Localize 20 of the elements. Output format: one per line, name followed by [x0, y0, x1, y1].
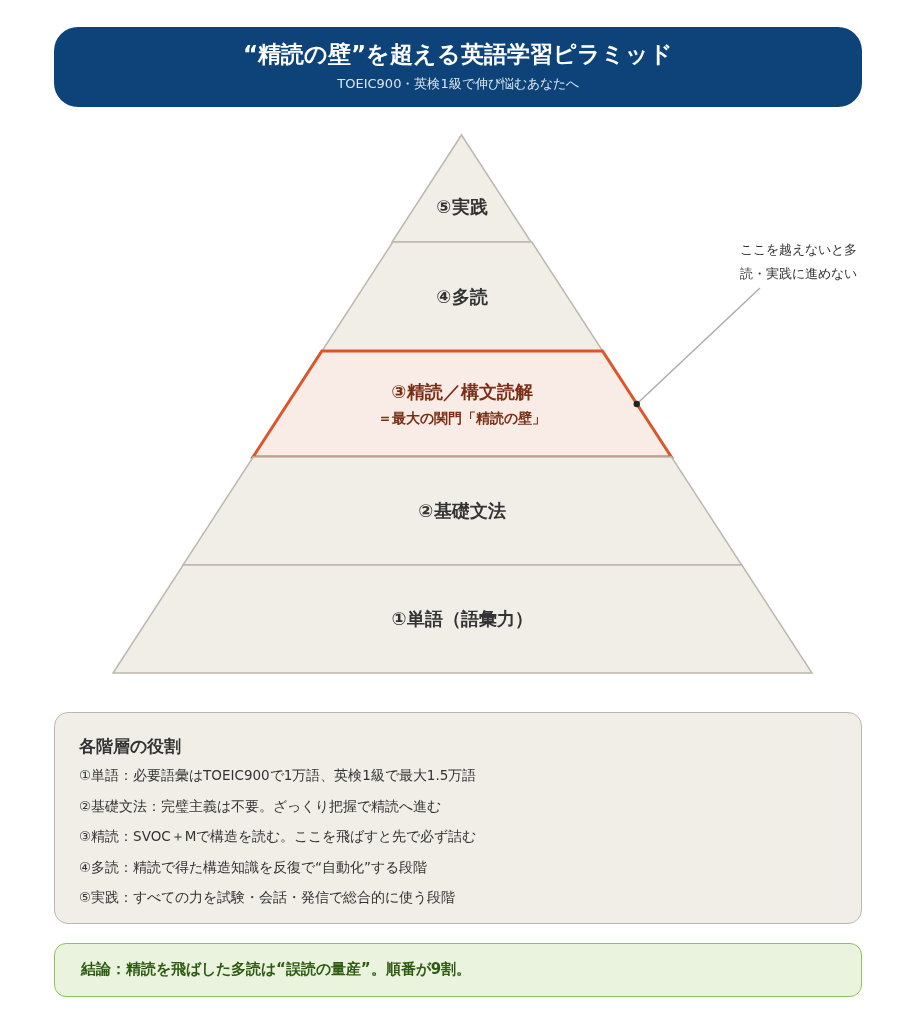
tier-label: ⑤実践 — [435, 194, 489, 219]
role-description: ②基礎文法：完璧主義は不要。ざっくり把握で精読へ進む — [79, 797, 442, 816]
subtitle-text: TOEIC900・英検1級で伸び悩むあなたへ — [336, 75, 580, 93]
title-banner — [54, 27, 862, 107]
tier-label: ②基礎文法 — [417, 499, 507, 523]
conclusion-box — [54, 943, 862, 997]
tier-subtitle: ＝最大の関門「精読の壁」 — [377, 410, 547, 428]
tier-label: ③精読／構文読解 — [390, 380, 534, 404]
role-description: ③精読：SVOC＋Mで構造を読む。ここを飛ばすと先で必ず詰む — [79, 828, 477, 846]
leader-line — [633, 287, 761, 408]
roles-panel — [54, 712, 862, 924]
conclusion-text: 結論：精読を飛ばした多読は“誤読の量産”。順番が9割。 — [81, 960, 472, 979]
tier-label: ④多読 — [435, 284, 489, 309]
panel-heading: 各階層の役割 — [79, 735, 181, 758]
role-description: ④多読：精読で得た構造知識を反復で“自動化”する段階 — [79, 858, 428, 877]
role-description: ⑤実践：すべての力を試験・会話・発信で総合的に使う段階 — [79, 889, 456, 907]
tier-label: ①単語（語彙力） — [390, 607, 534, 631]
callout-note: ここを越えないと多読・実践に進めない — [740, 241, 858, 283]
role-description: ①単語：必要語彙はTOEIC900で1万語、英検1級で最大1.5万語 — [79, 767, 477, 785]
title-text: “精読の壁”を超える英語学習ピラミッド — [241, 40, 675, 69]
